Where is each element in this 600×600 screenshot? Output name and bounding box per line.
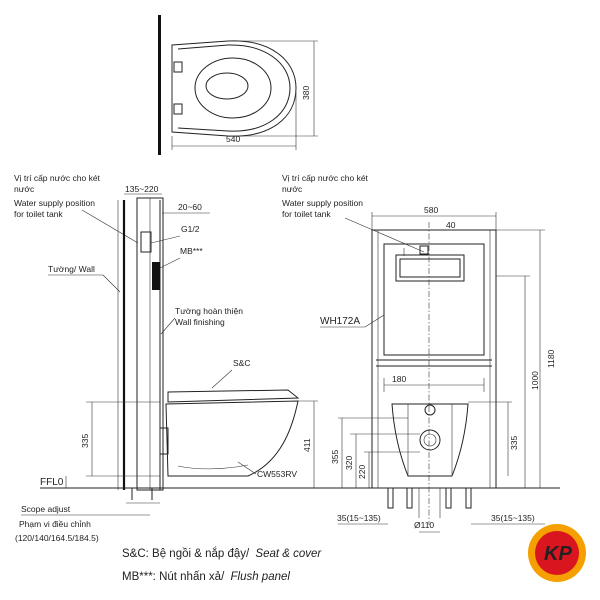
side-water-leader <box>81 209 139 244</box>
side-view: Vị trí cấp nước cho két nước Water suppl… <box>14 173 330 543</box>
side-water-supply-vi-1: Vị trí cấp nước cho két <box>14 173 101 183</box>
front-water-supply-en-2: for toilet tank <box>282 209 331 219</box>
side-scope-en: Scope adjust <box>21 504 71 514</box>
front-tank <box>383 243 485 356</box>
side-dim-135-220: 135~220 <box>125 184 159 194</box>
logo-inner-circle <box>535 531 579 575</box>
front-view: Vị trí cấp nước cho két nước Water suppl… <box>282 173 560 533</box>
top-view-seat-outline <box>171 40 297 137</box>
front-water-supply-vi-2: nước <box>282 184 303 194</box>
top-view: 540 380 <box>158 15 318 155</box>
front-drain-outer <box>419 429 441 451</box>
front-flush-opening <box>395 254 465 282</box>
front-dim-110: Ø110 <box>414 520 434 530</box>
legend-line-2-vi: MB***: Nút nhấn xả/ <box>122 571 225 583</box>
front-water-supply-vi-1: Vị trí cấp nước cho két <box>282 173 369 183</box>
front-model-leader <box>364 314 385 328</box>
front-dim-335: 335 <box>509 436 519 450</box>
side-ffl: FFL0 <box>40 477 64 488</box>
top-view-bowl-opening <box>205 72 249 100</box>
front-water-leader <box>344 217 425 253</box>
legend-line-1: S&C: Bệ ngồi & nắp đậy/ Seat & cover <box>122 547 322 560</box>
side-model-leader <box>237 461 257 475</box>
side-mb-leader <box>159 257 181 269</box>
side-seat <box>167 389 300 403</box>
front-foot-r2 <box>445 487 452 509</box>
side-g12-leader <box>150 235 181 244</box>
front-dim-320: 320 <box>344 456 354 470</box>
top-view-bowl-outer <box>194 57 272 119</box>
top-view-hinge-top <box>173 61 183 73</box>
side-flush-panel <box>152 262 160 290</box>
front-dim-355: 355 <box>330 450 340 464</box>
front-dim-220: 220 <box>357 465 367 479</box>
top-width-label: 540 <box>226 134 240 144</box>
front-dim-180: 180 <box>392 374 406 384</box>
side-bolt <box>159 427 169 455</box>
front-valve <box>419 245 429 255</box>
side-sc: S&C <box>233 358 250 368</box>
front-model-frame: WH172A <box>320 316 360 327</box>
side-water-supply-en-1: Water supply position <box>14 198 95 208</box>
front-inlet <box>424 404 436 416</box>
side-mb: MB*** <box>180 246 203 256</box>
front-foot-l <box>387 487 394 509</box>
side-sc-leader <box>211 369 233 389</box>
side-water-supply-en-2: for toilet tank <box>14 209 63 219</box>
top-view-seat-inner <box>177 44 291 132</box>
legend-line-2-en: Flush panel <box>230 571 290 583</box>
top-view-wall <box>158 15 161 155</box>
side-dim-411: 411 <box>302 438 312 452</box>
side-valve <box>140 231 152 253</box>
side-bowl-base <box>177 464 249 470</box>
logo-text: KP <box>544 543 572 565</box>
top-depth-label: 380 <box>301 86 311 100</box>
side-scope-values: (120/140/164.5/184.5) <box>15 533 99 543</box>
front-dim-580: 580 <box>424 205 438 215</box>
top-view-hinge-bottom <box>173 103 183 115</box>
front-water-supply-en-1: Water supply position <box>282 198 363 208</box>
side-dim-335: 335 <box>80 434 90 448</box>
front-flush-panel <box>399 258 461 278</box>
front-dim-1000: 1000 <box>530 371 540 390</box>
legend-line-2: MB***: Nút nhấn xả/ Flush panel <box>122 571 290 583</box>
kp-logo: KP <box>528 524 586 582</box>
front-foot-r <box>465 487 472 509</box>
side-wall-label: Tường/ Wall <box>48 264 95 274</box>
side-water-supply-vi-2: nước <box>14 184 35 194</box>
side-wall-finish-vi: Tường hoàn thiện <box>175 306 243 316</box>
side-wall-finish-leader <box>160 317 176 335</box>
legend-line-1-en: Seat & cover <box>255 548 322 560</box>
front-drain-inner <box>423 433 437 447</box>
side-scope-vi: Phạm vi điều chỉnh <box>19 519 91 529</box>
side-wall-leader <box>102 274 121 293</box>
front-dim-35-right: 35(15~135) <box>491 513 535 523</box>
side-dim-20-60: 20~60 <box>178 202 202 212</box>
front-foot-l2 <box>406 487 413 509</box>
legend: S&C: Bệ ngồi & nắp đậy/ Seat & cover MB*… <box>122 547 322 583</box>
side-wall-finish-en: Wall finishing <box>175 317 225 327</box>
legend-line-1-vi: S&C: Bệ ngồi & nắp đậy/ <box>122 547 250 560</box>
front-dim-1180: 1180 <box>546 349 556 368</box>
front-dim-35-left: 35(15~135) <box>337 513 381 523</box>
side-g12: G1/2 <box>181 224 200 234</box>
side-model-bowl: CW553RV <box>257 469 297 479</box>
side-bowl <box>165 400 299 477</box>
front-dim-40: 40 <box>446 220 456 230</box>
